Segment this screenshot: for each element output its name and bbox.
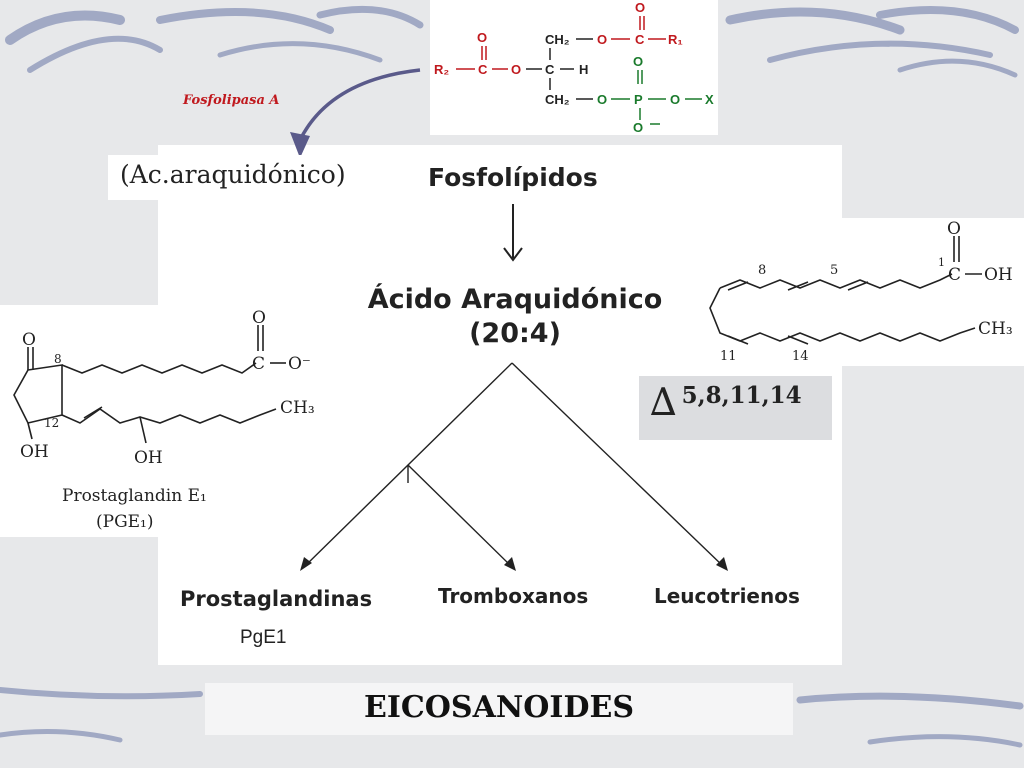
enzyme-label: Fosfolipasa A xyxy=(183,93,280,108)
phosphate-oxygen: O xyxy=(633,120,643,135)
phospholipid-center-carbon: C xyxy=(545,62,555,77)
phospholipid-ch2-top: CH₂ xyxy=(545,32,570,47)
arachidonic-name: Ácido Araquidónico xyxy=(367,284,663,315)
delta-symbol: ∆ xyxy=(650,380,677,424)
phospholipid-structure-panel xyxy=(430,0,718,135)
down-arrow-icon xyxy=(503,204,523,262)
fatty-acid-pos-14: 14 xyxy=(792,349,809,364)
fatty-acid-ch3: CH₃ xyxy=(978,319,1013,339)
fatty-acid-c1-label: 1 xyxy=(938,256,945,269)
prostaglandin-carboxylate: O⁻ xyxy=(288,354,311,374)
phospholipid-oxygen: O xyxy=(635,0,645,15)
phospholipids-title: Fosfolípidos xyxy=(428,163,598,192)
arachidonic-notation: (20:4) xyxy=(469,318,561,349)
prostaglandin-caption-name: Prostaglandin E₁ xyxy=(62,486,207,506)
phospholipid-r1: R₁ xyxy=(668,32,683,47)
phospholipid-ester-carbon: C xyxy=(478,62,488,77)
prostaglandin-caption-abbr: (PGE₁) xyxy=(96,512,154,532)
branch-thromboxanes xyxy=(407,464,513,568)
thromboxanes-label: Tromboxanos xyxy=(438,584,589,608)
fatty-acid-pos-5: 5 xyxy=(830,263,838,278)
prostaglandin-acid-carbon: C xyxy=(252,354,265,374)
phosphate-oxygen: O xyxy=(670,92,680,107)
curved-arrow-icon xyxy=(290,68,421,158)
pge1-note: PgE1 xyxy=(240,627,287,648)
prostaglandins-label: Prostaglandinas xyxy=(180,587,373,611)
prostaglandin-ketone-oxygen: O xyxy=(22,330,36,350)
prostaglandin-oh-left: OH xyxy=(20,442,49,462)
arachidonic-title: Ácido Araquidónico (20:4) xyxy=(345,283,685,351)
fatty-acid-oh: OH xyxy=(984,265,1013,285)
arrow-leukotrienes xyxy=(716,557,728,571)
delta-positions: 5,8,11,14 xyxy=(681,382,802,409)
prostaglandin-structure: O O C O⁻ CH₃ OH OH 8 12 Prostaglandin E₁… xyxy=(13,308,315,532)
phospholipid-structure: O CH₂ O C R₁ O R₂ C O C H O xyxy=(434,0,714,135)
phospholipid-oxygen: O xyxy=(511,62,521,77)
fatty-acid-carbon: C xyxy=(948,265,961,285)
phosphate-oxygen: O xyxy=(597,92,607,107)
fatty-acid-pos-8: 8 xyxy=(758,263,766,278)
fatty-acid-panel xyxy=(700,218,1024,366)
phospholipid-r2: R₂ xyxy=(434,62,449,77)
footer-box xyxy=(205,683,793,735)
phospholipid-ester-carbon: C xyxy=(635,32,645,47)
prostaglandin-acid-oxygen: O xyxy=(252,308,266,328)
fatty-acid-structure: O 1 C OH CH₃ 8 5 11 14 xyxy=(709,219,1013,364)
prostaglandin-pos-8: 8 xyxy=(54,352,62,366)
branch-leukotrienes xyxy=(511,362,725,568)
phospholipid-ch2-bottom: CH₂ xyxy=(545,92,570,107)
arrow-prostaglandins xyxy=(300,557,312,571)
phospholipid-oxygen: O xyxy=(477,30,487,45)
ac-label: (Ac.araquidónico) xyxy=(120,160,346,189)
fatty-acid-oxygen: O xyxy=(947,219,961,239)
fatty-acid-pos-11: 11 xyxy=(720,349,737,364)
ac-label-box xyxy=(108,155,405,200)
phospholipid-x: X xyxy=(705,92,714,107)
phospholipid-hydrogen: H xyxy=(579,62,588,77)
arrow-thromboxanes xyxy=(504,557,516,571)
phospholipid-oxygen: O xyxy=(597,32,607,47)
leukotrienes-label: Leucotrienos xyxy=(654,584,800,608)
footer-title: EICOSANOIDES xyxy=(364,690,634,725)
delta-box xyxy=(639,376,832,440)
phosphate-oxygen: O xyxy=(633,54,643,69)
phosphorus: P xyxy=(634,92,643,107)
prostaglandin-ch3: CH₃ xyxy=(280,398,315,418)
delta-notation: ∆ 5,8,11,14 xyxy=(650,380,802,424)
prostaglandin-pos-12: 12 xyxy=(44,416,59,430)
eicosanoid-tree xyxy=(300,362,728,571)
prostaglandin-oh-right: OH xyxy=(134,448,163,468)
